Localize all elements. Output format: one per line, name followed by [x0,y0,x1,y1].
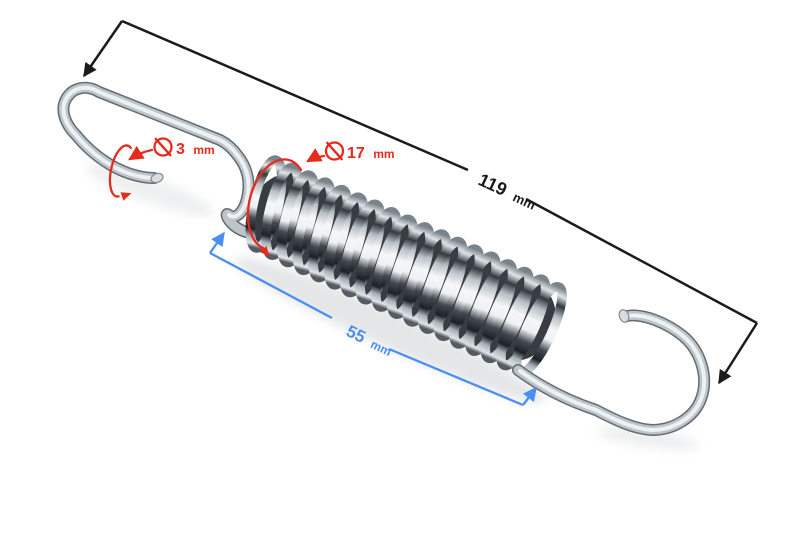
coil-turn [371,214,419,312]
arc-arrow-icon [246,158,303,250]
left-hook [57,81,255,238]
length-extension-right [717,322,759,385]
body-extension-right [522,386,537,406]
coil-turn [464,259,518,356]
coil-turn [418,236,468,334]
left-hook-wire [57,81,255,238]
coil-turn [324,192,369,290]
coil-diameter-value: 17 [347,145,365,162]
right-wire-cut-face [618,309,630,323]
coil-turn [261,162,303,261]
wire-diameter-value: 3 [176,141,185,158]
coil-turn [292,177,336,276]
diameter-icon [324,141,345,161]
wire-diameter-annotation: 3 mm [108,137,215,201]
coil-turn [308,184,353,283]
length-line-left [121,19,469,172]
length-line-right [525,197,758,325]
coil-diameter-annotation: 17 mm [246,141,395,257]
overall-length-value: 119 [475,169,510,199]
coil-turn [449,251,501,349]
coil-turn [433,244,485,342]
right-hook [512,309,711,436]
coil-diameter-leader-arrow [306,148,326,163]
coil-turn [402,229,452,327]
coil-diameter-label: 17 mm [347,145,395,162]
coil-turn [339,199,386,298]
left-wire-cut-face [150,172,164,184]
body-line-right [388,347,524,407]
coil-diameter-unit: mm [373,147,394,161]
coil-shadow [235,257,545,403]
diameter-icon [153,137,173,157]
left-hook-shadow [85,164,215,216]
coil-turn [277,170,320,268]
arc-arrowhead [259,245,270,257]
wire-diameter-label: 3 mm [176,141,215,158]
coil-turn [496,274,551,371]
coil-turn [480,266,534,364]
overall-length-unit: mm [511,189,538,212]
coil-turn [355,207,402,305]
rotation-arc-arrow-icon [108,144,132,198]
overall-length-label: 119 mm [475,169,539,213]
length-extension-left [82,20,124,78]
wire-diameter-unit: mm [193,143,214,157]
right-hook-shadow [596,426,700,450]
coil-turn [386,222,435,319]
left-hook-wire-highlight [61,85,251,219]
body-extension-left [209,231,225,254]
photo-shadows [85,164,700,450]
coil-body [245,155,567,378]
body-line-left [209,251,333,320]
wire-diameter-leader-arrow [128,145,154,161]
right-hook-wire-highlight [518,313,707,432]
rotation-arc-arrowhead [120,192,132,201]
